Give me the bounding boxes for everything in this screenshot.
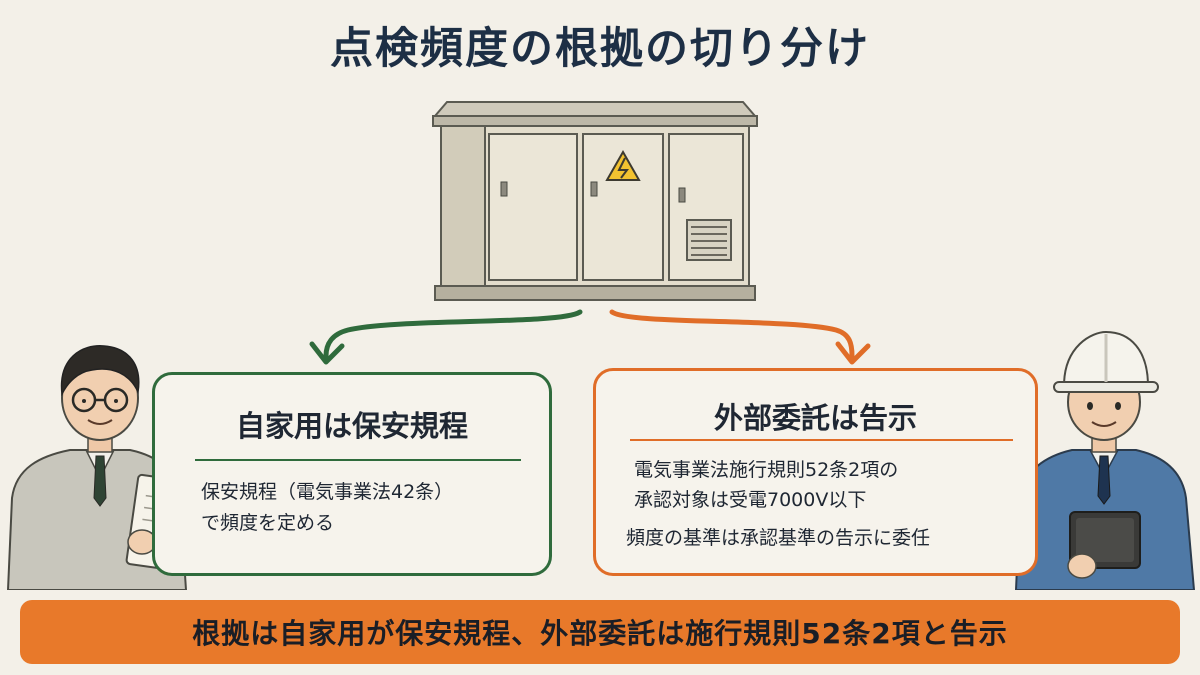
outsourcing-divider — [630, 439, 1013, 441]
high-voltage-warning-icon — [605, 149, 641, 181]
engineer-with-clipboard — [6, 345, 200, 590]
page-title: 点検頻度の根拠の切り分け — [330, 24, 870, 74]
in-house-divider — [195, 459, 521, 461]
outsourcing-box: 外部委託は告示 電気事業法施行規則52条2項の 承認対象は受電7000V以下 頻… — [593, 368, 1038, 576]
in-house-line-2: で頻度を定める — [201, 512, 335, 534]
in-house-box: 自家用は保安規程 保安規程（電気事業法42条） で頻度を定める — [152, 372, 552, 576]
outsourcing-line-3: 頻度の基準は承認基準の告示に委任 — [626, 527, 931, 549]
green-arrow — [309, 309, 583, 365]
outsourcing-description-1: 電気事業法施行規則52条2項の 承認対象は受電7000V以下 — [634, 455, 898, 515]
orange-arrow — [609, 309, 871, 365]
outsourcing-line-1: 電気事業法施行規則52条2項の — [634, 459, 899, 481]
outsourcing-description-2: 頻度の基準は承認基準の告示に委任 — [626, 523, 930, 553]
electrical-cabinet-illustration — [432, 101, 758, 301]
in-house-heading: 自家用は保安規程 — [235, 409, 468, 443]
outsourcing-heading: 外部委託は告示 — [713, 401, 917, 435]
summary-banner: 根拠は自家用が保安規程、外部委託は施行規則52条2項と告示 — [20, 600, 1180, 664]
outsourcing-line-2: 承認対象は受電7000V以下 — [634, 489, 867, 511]
worker-with-hardhat-and-tablet — [1014, 330, 1196, 590]
in-house-line-1: 保安規程（電気事業法42条） — [201, 481, 454, 503]
in-house-description: 保安規程（電気事業法42条） で頻度を定める — [201, 477, 453, 539]
